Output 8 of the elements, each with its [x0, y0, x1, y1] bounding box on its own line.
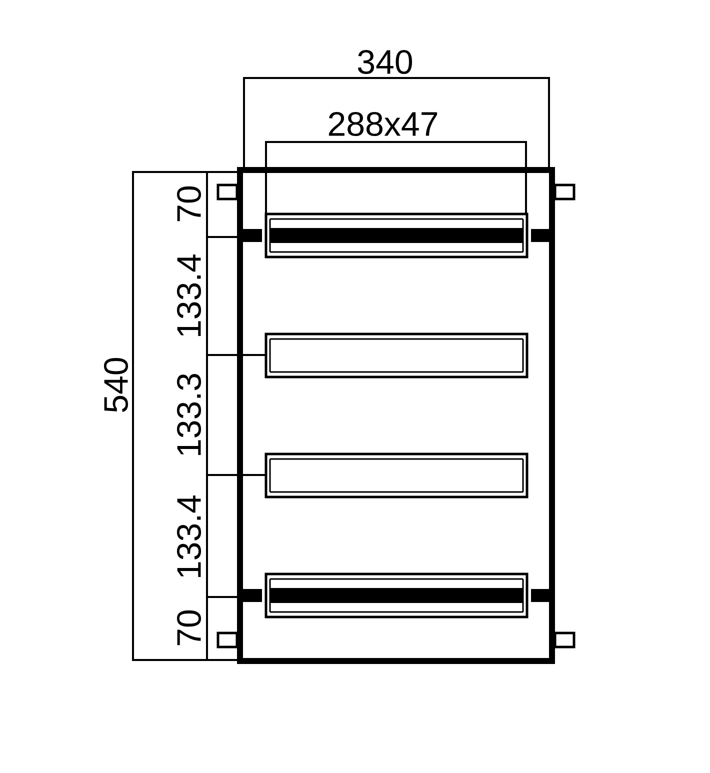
dimension-text: 70: [176, 610, 202, 646]
dimension-text: 133.4: [176, 495, 202, 577]
dimension-text: 340: [358, 50, 412, 74]
dimension-text: 133.4: [176, 254, 202, 336]
dimension-text: 540: [104, 358, 128, 412]
dimension-text: 288x47: [328, 112, 438, 136]
dimension-text: 70: [176, 186, 202, 222]
dimension-text: 133.3: [176, 374, 202, 455]
